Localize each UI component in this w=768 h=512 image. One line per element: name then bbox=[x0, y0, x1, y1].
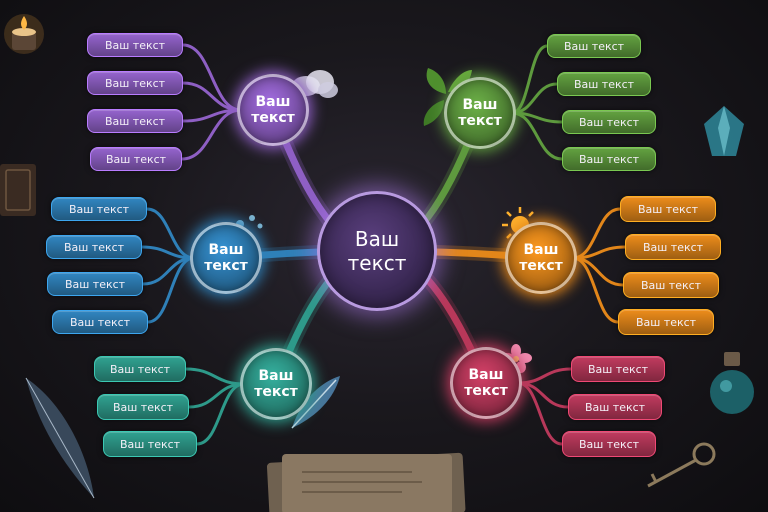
branch-node-label: Ваш текст bbox=[204, 241, 248, 274]
subtopic-pill-teal[interactable]: Ваш текст bbox=[97, 394, 189, 420]
paper-scroll-icon bbox=[266, 452, 466, 512]
subtopic-pill-orange[interactable]: Ваш текст bbox=[620, 196, 716, 222]
sub-connector bbox=[516, 381, 564, 446]
subtopic-pill-purple[interactable]: Ваш текст bbox=[90, 147, 182, 171]
branch-node-label: Ваш текст bbox=[464, 366, 508, 399]
crystal-icon bbox=[704, 106, 744, 156]
sub-connector bbox=[571, 256, 620, 324]
subtopic-pill-purple[interactable]: Ваш текст bbox=[87, 109, 183, 133]
potion-bottle-icon bbox=[710, 352, 754, 414]
sub-connector bbox=[180, 108, 243, 161]
branch-node-purple[interactable]: Ваш текст bbox=[237, 74, 309, 146]
subtopic-pill-red[interactable]: Ваш текст bbox=[571, 356, 665, 382]
central-topic-label: Ваш текст bbox=[347, 227, 407, 275]
sub-connector bbox=[510, 44, 549, 115]
subtopic-pill-teal[interactable]: Ваш текст bbox=[94, 356, 186, 382]
sub-connector bbox=[571, 245, 627, 260]
sub-connector bbox=[145, 207, 196, 260]
subtopic-pill-blue[interactable]: Ваш текст bbox=[46, 235, 142, 259]
branch-node-label: Ваш текст bbox=[254, 367, 298, 400]
subtopic-pill-red[interactable]: Ваш текст bbox=[568, 394, 662, 420]
sub-connector bbox=[195, 382, 246, 446]
subtopic-pill-blue[interactable]: Ваш текст bbox=[47, 272, 143, 296]
branch-node-red[interactable]: Ваш текст bbox=[450, 347, 522, 419]
branch-node-green[interactable]: Ваш текст bbox=[444, 77, 516, 149]
subtopic-pill-orange[interactable]: Ваш текст bbox=[623, 272, 719, 298]
branch-node-blue[interactable]: Ваш текст bbox=[190, 222, 262, 294]
subtopic-pill-purple[interactable]: Ваш текст bbox=[87, 33, 183, 57]
subtopic-pill-teal[interactable]: Ваш текст bbox=[103, 431, 197, 457]
sub-connector bbox=[184, 367, 246, 386]
candle-icon bbox=[4, 14, 44, 54]
subtopic-pill-orange[interactable]: Ваш текст bbox=[625, 234, 721, 260]
branch-node-label: Ваш текст bbox=[251, 93, 295, 126]
sub-connector bbox=[571, 207, 622, 260]
sub-connector bbox=[140, 245, 196, 260]
feather-icon bbox=[291, 376, 340, 429]
feather-quill-icon bbox=[25, 377, 95, 499]
branch-node-orange[interactable]: Ваш текст bbox=[505, 222, 577, 294]
subtopic-pill-red[interactable]: Ваш текст bbox=[562, 431, 656, 457]
subtopic-pill-green[interactable]: Ваш текст bbox=[547, 34, 641, 58]
sub-connector bbox=[181, 81, 243, 112]
subtopic-pill-blue[interactable]: Ваш текст bbox=[51, 197, 147, 221]
central-topic-node[interactable]: Ваш текст bbox=[317, 191, 437, 311]
subtopic-pill-orange[interactable]: Ваш текст bbox=[618, 309, 714, 335]
subtopic-pill-green[interactable]: Ваш текст bbox=[562, 110, 656, 134]
subtopic-pill-green[interactable]: Ваш текст bbox=[557, 72, 651, 96]
subtopic-pill-purple[interactable]: Ваш текст bbox=[87, 71, 183, 95]
sub-connector bbox=[146, 256, 196, 324]
branch-node-label: Ваш текст bbox=[458, 96, 502, 129]
branch-node-label: Ваш текст bbox=[519, 241, 563, 274]
subtopic-pill-blue[interactable]: Ваш текст bbox=[52, 310, 148, 334]
book-icon bbox=[0, 164, 36, 216]
subtopic-pill-green[interactable]: Ваш текст bbox=[562, 147, 656, 171]
sub-connector bbox=[510, 111, 564, 161]
key-icon bbox=[647, 442, 716, 488]
sub-connector bbox=[181, 43, 243, 112]
branch-node-teal[interactable]: Ваш текст bbox=[240, 348, 312, 420]
